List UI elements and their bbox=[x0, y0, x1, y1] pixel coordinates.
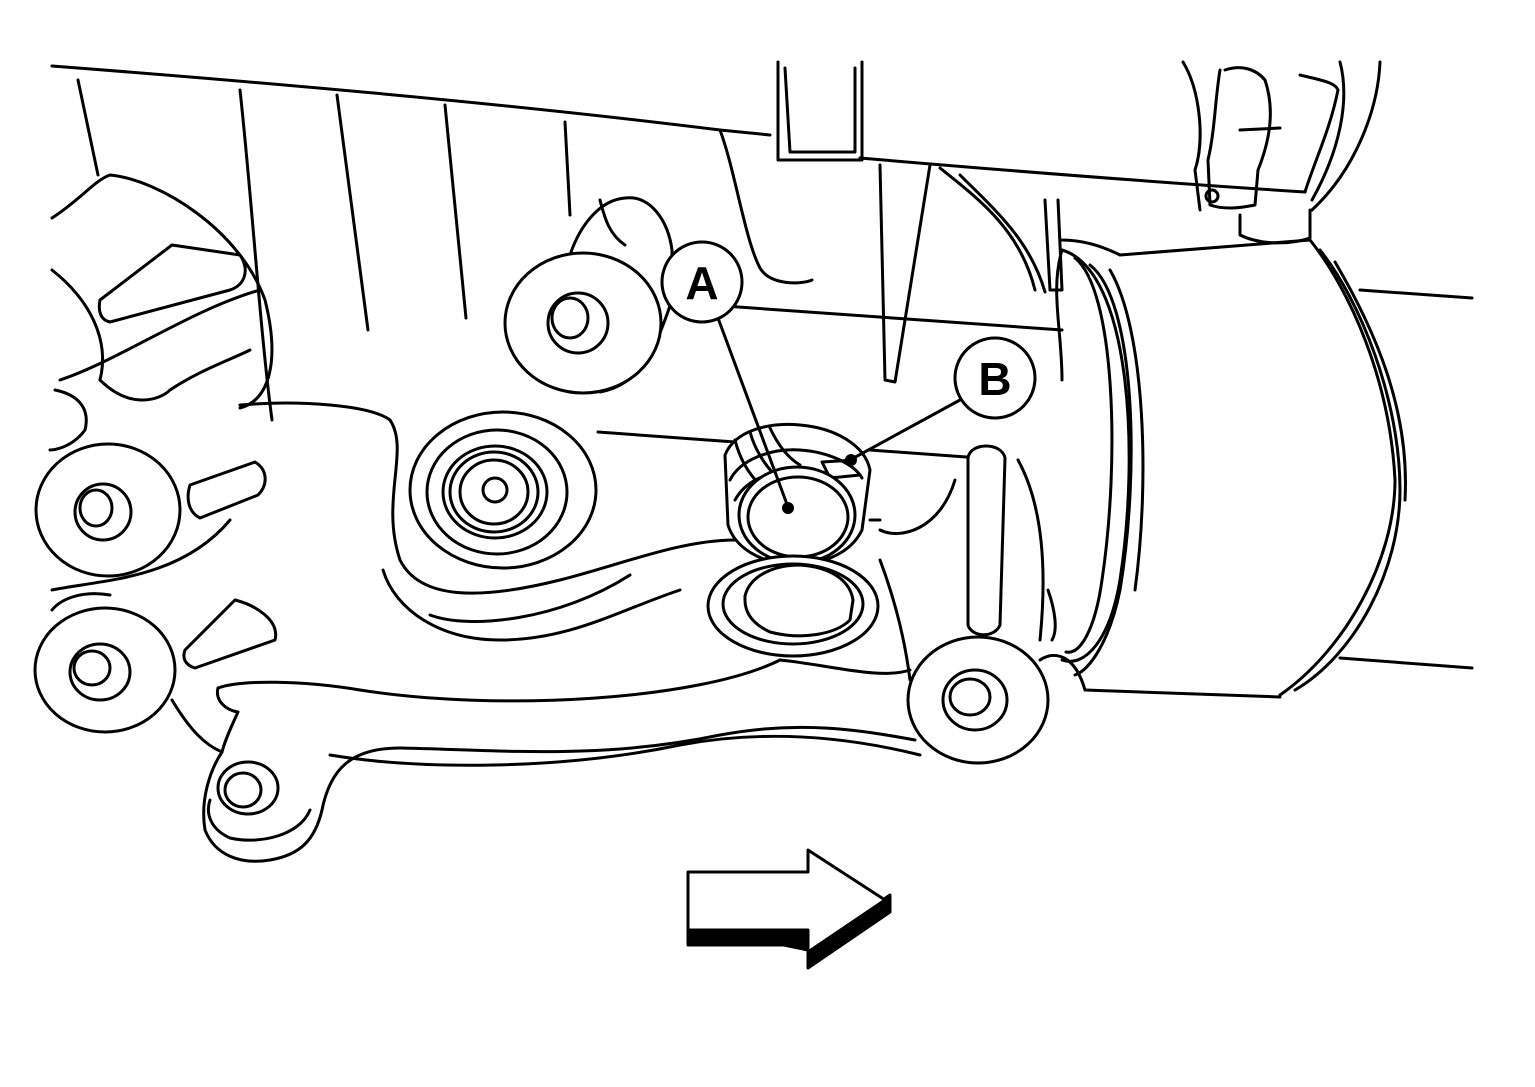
bore-left bbox=[408, 410, 598, 570]
upper-boss bbox=[503, 196, 674, 395]
center-ribs bbox=[708, 163, 1064, 384]
right-slot bbox=[966, 444, 1045, 642]
top-right-clip bbox=[1181, 60, 1382, 245]
center-face bbox=[238, 401, 982, 682]
arrow-right-icon bbox=[686, 848, 892, 970]
top-bracket bbox=[776, 60, 864, 162]
callout-a: A bbox=[660, 240, 794, 514]
callout-b-label: B bbox=[978, 353, 1011, 405]
callout-b: B bbox=[845, 336, 1037, 466]
callout-a-label: A bbox=[685, 257, 718, 309]
lower-flange bbox=[202, 635, 1087, 863]
plug-assembly bbox=[706, 422, 880, 658]
left-case bbox=[33, 173, 278, 754]
case-top-edge bbox=[50, 64, 1307, 422]
right-housing bbox=[1046, 238, 1474, 699]
